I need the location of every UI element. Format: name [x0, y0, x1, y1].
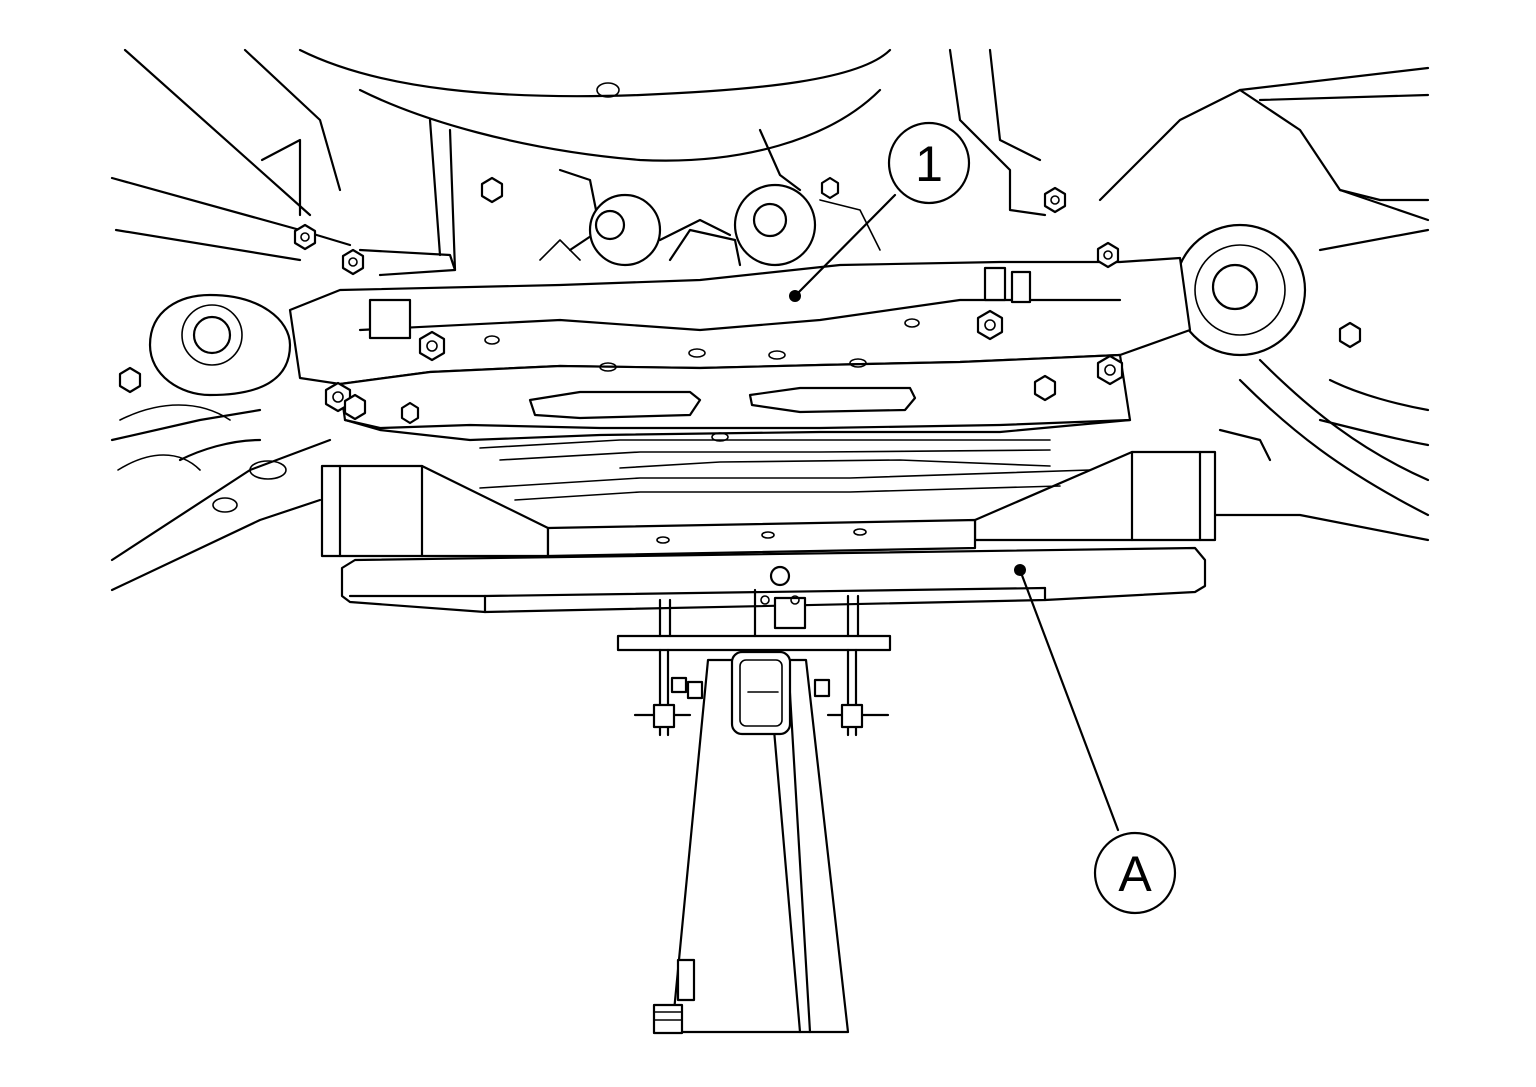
callout-1-dot [789, 290, 801, 302]
rear-suspension-member [288, 256, 1192, 461]
callout-1-label: 1 [915, 136, 943, 192]
transmission-jack [616, 588, 892, 1035]
callout-a-dot [1014, 564, 1026, 576]
jack-support-blocks [320, 450, 1217, 558]
jack-plate [340, 546, 1207, 614]
callout-1-circle [887, 121, 971, 205]
differential-mounts [539, 128, 881, 267]
callout-1: 1 [789, 121, 971, 302]
mounting-nuts [118, 176, 1362, 425]
vehicle-underbody [110, 48, 1430, 592]
callout-a-label: A [1118, 846, 1152, 902]
callout-a-circle [1093, 831, 1177, 915]
right-bushing [1173, 223, 1307, 357]
callout-a: A [1014, 564, 1177, 915]
left-bushing [148, 293, 292, 397]
